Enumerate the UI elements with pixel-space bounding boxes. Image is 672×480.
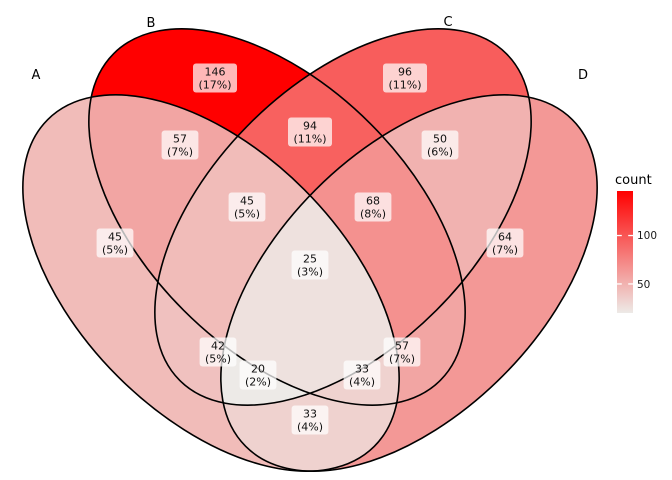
region-label-box-AC: [199, 337, 237, 367]
region-label-C: 96(11%): [388, 66, 421, 92]
legend-gradient-bar: [617, 191, 633, 313]
region-label-box-ABCD: [291, 250, 329, 280]
region-label-box-ABC: [228, 192, 266, 222]
legend-title: count: [615, 173, 652, 188]
set-label-C: C: [443, 15, 452, 30]
region-label-B: 146(17%): [198, 66, 231, 92]
region-label-A: 45(5%): [102, 231, 128, 257]
venn-outline-C: [154, 28, 532, 406]
region-label-BCD: 68(8%): [360, 195, 386, 221]
region-label-BD: 57(7%): [389, 340, 415, 366]
region-label-AC: 42(5%): [205, 340, 231, 366]
set-label-D: D: [578, 68, 588, 83]
region-label-box-ABD: [343, 360, 381, 390]
region-label-box-D: [486, 228, 524, 258]
region-label-AD: 33(4%): [297, 408, 323, 434]
region-label-BC: 94(11%): [293, 120, 326, 146]
region-label-ABCD: 25(3%): [297, 253, 323, 279]
region-label-ACD: 20(2%): [245, 363, 271, 389]
region-label-CD: 50(6%): [427, 133, 453, 159]
region-label-box-BCD: [354, 192, 392, 222]
set-label-B: B: [147, 16, 156, 31]
region-label-box-ACD: [239, 360, 277, 390]
region-label-ABD: 33(4%): [349, 363, 375, 389]
set-label-A: A: [32, 68, 41, 83]
region-label-AB: 57(7%): [167, 133, 193, 159]
venn-outline-D: [220, 94, 598, 472]
region-label-box-BC: [288, 117, 332, 147]
venn-region-labels: 45(5%) 146(17%) 96(11%) 64(7%) 57(7%) 42(5%) 3…: [96, 63, 524, 435]
legend-tick-label-100: 100: [637, 230, 657, 242]
region-label-box-CD: [421, 130, 459, 160]
region-label-box-B: [193, 63, 237, 93]
region-label-D: 64(7%): [492, 231, 518, 257]
venn-outline-A: [22, 94, 400, 472]
region-label-box-BD: [383, 337, 421, 367]
region-label-box-C: [383, 63, 427, 93]
legend-tick-label-50: 50: [637, 279, 650, 291]
legend: [617, 191, 633, 313]
region-label-box-AD: [291, 405, 329, 435]
venn-outline-B: [88, 28, 466, 406]
region-label-ABC: 45(5%): [234, 195, 260, 221]
region-label-box-A: [96, 228, 134, 258]
region-label-box-AB: [161, 130, 199, 160]
